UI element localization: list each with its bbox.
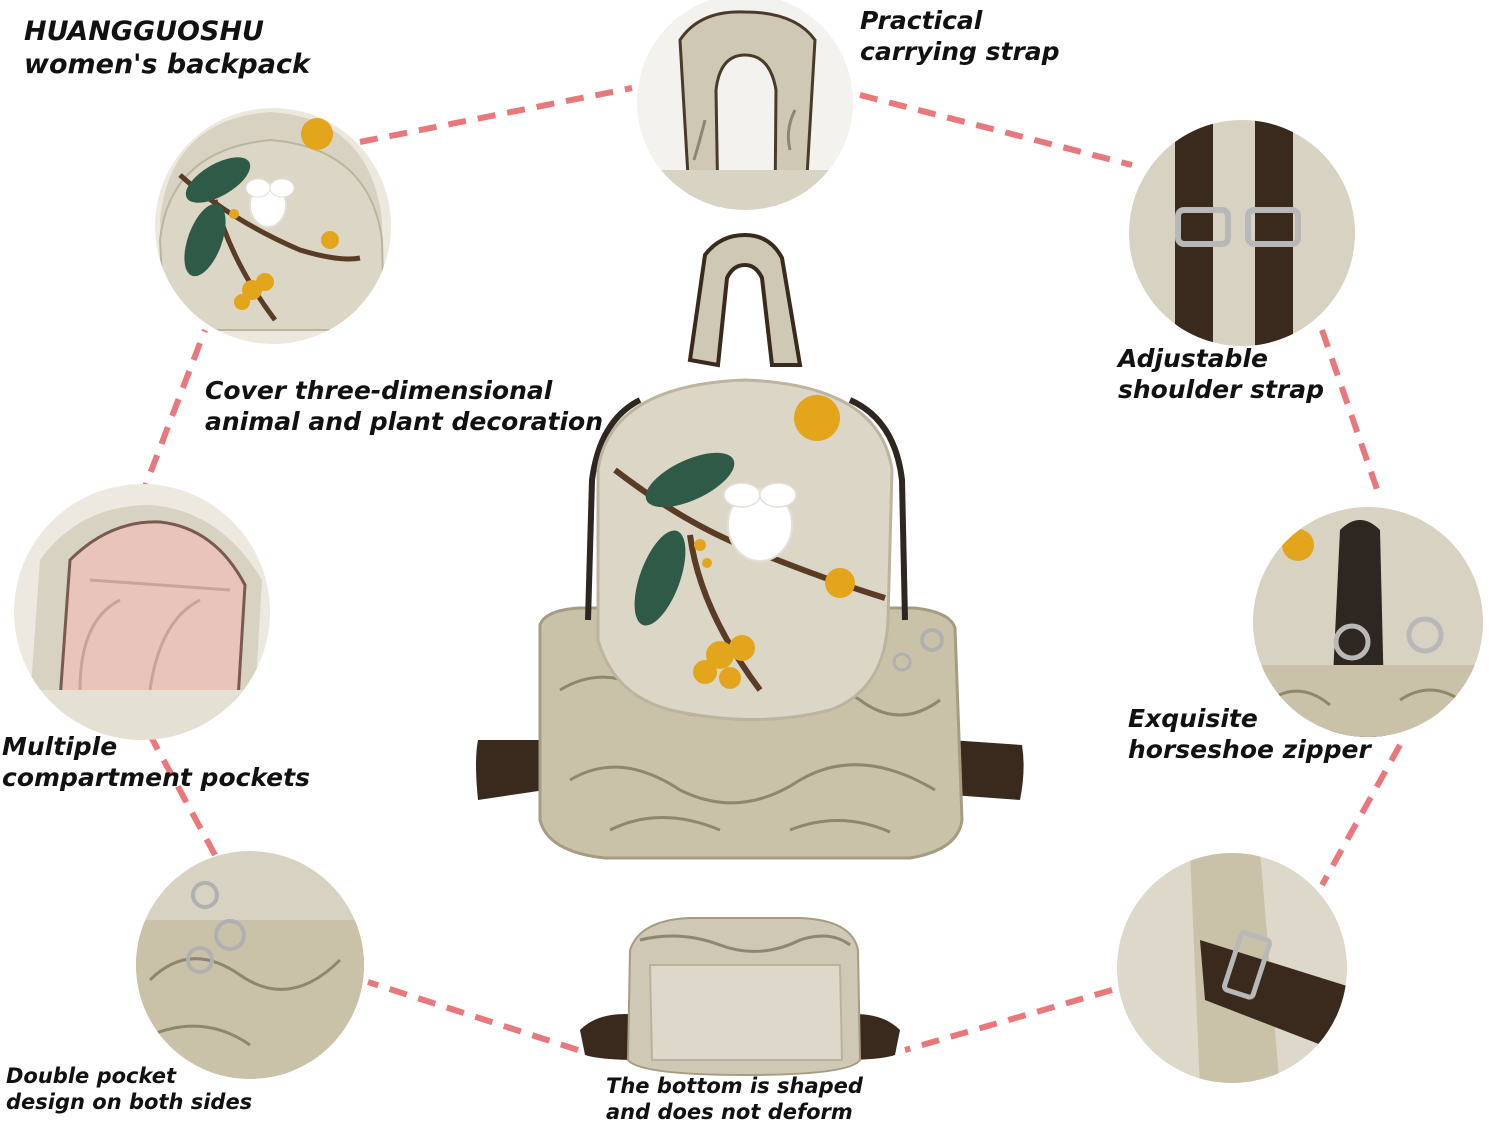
- label-cover-decoration-line2: animal and plant decoration: [205, 406, 604, 436]
- product-title-line2: women's backpack: [24, 48, 310, 80]
- connector-side-to-bottom: [904, 987, 1113, 1053]
- label-bottom-line2: and does not deform: [606, 1099, 853, 1124]
- label-carrying-strap: Practical carrying strap: [860, 6, 1060, 67]
- label-compartments-line2: compartment pockets: [2, 762, 310, 792]
- connector-pocket-to-compartment: [147, 733, 218, 857]
- label-side-pockets-line2: design on both sides: [6, 1089, 253, 1114]
- label-shoulder-strap: Adjustable shoulder strap: [1118, 344, 1324, 405]
- label-bottom: The bottom is shaped and does not deform: [606, 1074, 863, 1125]
- label-zipper: Exquisite horseshoe zipper: [1128, 704, 1371, 765]
- label-compartments-line1: Multiple: [2, 732, 118, 761]
- product-title-line1: HUANGGUOSHU: [24, 16, 264, 47]
- label-cover-decoration-line1: Cover three-dimensional: [205, 376, 553, 405]
- label-side-pockets-line1: Double pocket: [6, 1064, 176, 1088]
- connector-compartment-to-cover: [137, 328, 208, 502]
- connector-title-to-strap: [359, 85, 633, 145]
- label-compartments: Multiple compartment pockets: [2, 732, 310, 793]
- connector-bottom-to-pocket: [367, 979, 579, 1053]
- label-side-pockets: Double pocket design on both sides: [6, 1064, 252, 1115]
- label-zipper-line2: horseshoe zipper: [1128, 734, 1371, 764]
- label-zipper-line1: Exquisite: [1128, 704, 1258, 733]
- connector-strap-to-shoulder: [859, 92, 1133, 168]
- label-carrying-strap-line2: carrying strap: [860, 36, 1060, 66]
- connector-zipper-to-side: [1319, 743, 1403, 887]
- label-carrying-strap-line1: Practical: [860, 6, 983, 35]
- label-cover-decoration: Cover three-dimensional animal and plant…: [205, 376, 603, 437]
- label-shoulder-strap-line1: Adjustable: [1118, 344, 1268, 373]
- label-shoulder-strap-line2: shoulder strap: [1118, 374, 1325, 404]
- label-bottom-line1: The bottom is shaped: [606, 1074, 863, 1098]
- product-title: HUANGGUOSHU women's backpack: [24, 16, 310, 82]
